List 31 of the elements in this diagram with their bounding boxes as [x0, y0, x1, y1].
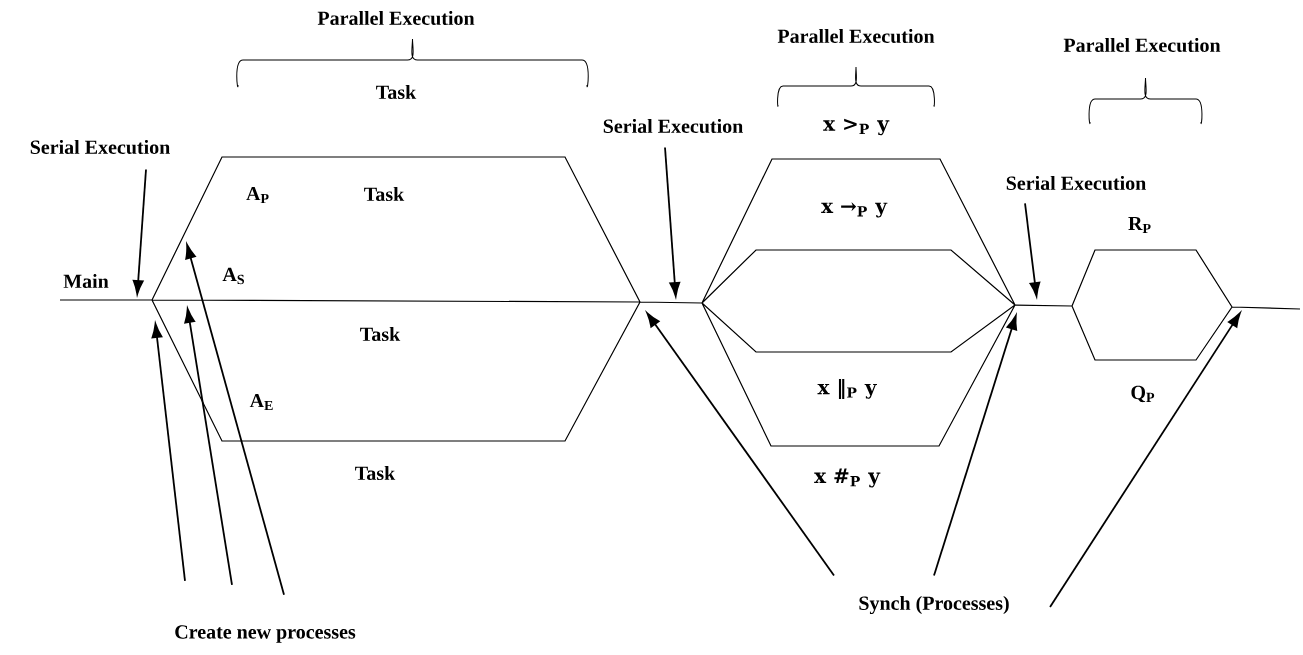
heading: Parallel Execution [1063, 37, 1221, 53]
process-label: Q$_{P}$ [1131, 385, 1155, 403]
relation-label: x #$_{P}$ y [814, 468, 881, 488]
process-label: A$_{P}$ [246, 186, 269, 204]
heading: Parallel Execution [777, 28, 935, 44]
heading: Parallel Execution [317, 10, 475, 26]
process-label: A$_{E}$ [249, 393, 273, 411]
relation-label: x >$_{P}$ y [823, 118, 890, 136]
relation-label: x ‖$_{P}$ y [817, 379, 877, 399]
region-label: Task [364, 186, 405, 202]
line-label: Main [63, 273, 109, 289]
callout-text: Create new processes [175, 625, 356, 643]
callout-text: Serial Execution [1006, 175, 1146, 191]
leader-arrow [132, 168, 147, 295]
region-label: Task [360, 326, 401, 342]
leader-arrow [1049, 312, 1241, 608]
callout-text: Serial Execution [30, 139, 170, 155]
leader-arrow [185, 244, 285, 596]
process-label: A$_{S}$ [222, 267, 244, 285]
callout-text: Serial Execution [603, 118, 743, 134]
relation-label: x →$_{P}$ y [821, 202, 888, 218]
region-label: Task [355, 465, 396, 481]
leader-arrow [646, 312, 835, 577]
callout-text: Synch (Processes) [859, 595, 1009, 615]
leader-arrow [151, 323, 186, 582]
process-label: R$_{P}$ [1128, 216, 1151, 234]
leader-arrow [1024, 202, 1041, 297]
leader-arrow [184, 308, 233, 586]
region-label: Task [376, 84, 417, 100]
leader-arrow [664, 146, 681, 297]
leader-arrow [933, 315, 1018, 577]
